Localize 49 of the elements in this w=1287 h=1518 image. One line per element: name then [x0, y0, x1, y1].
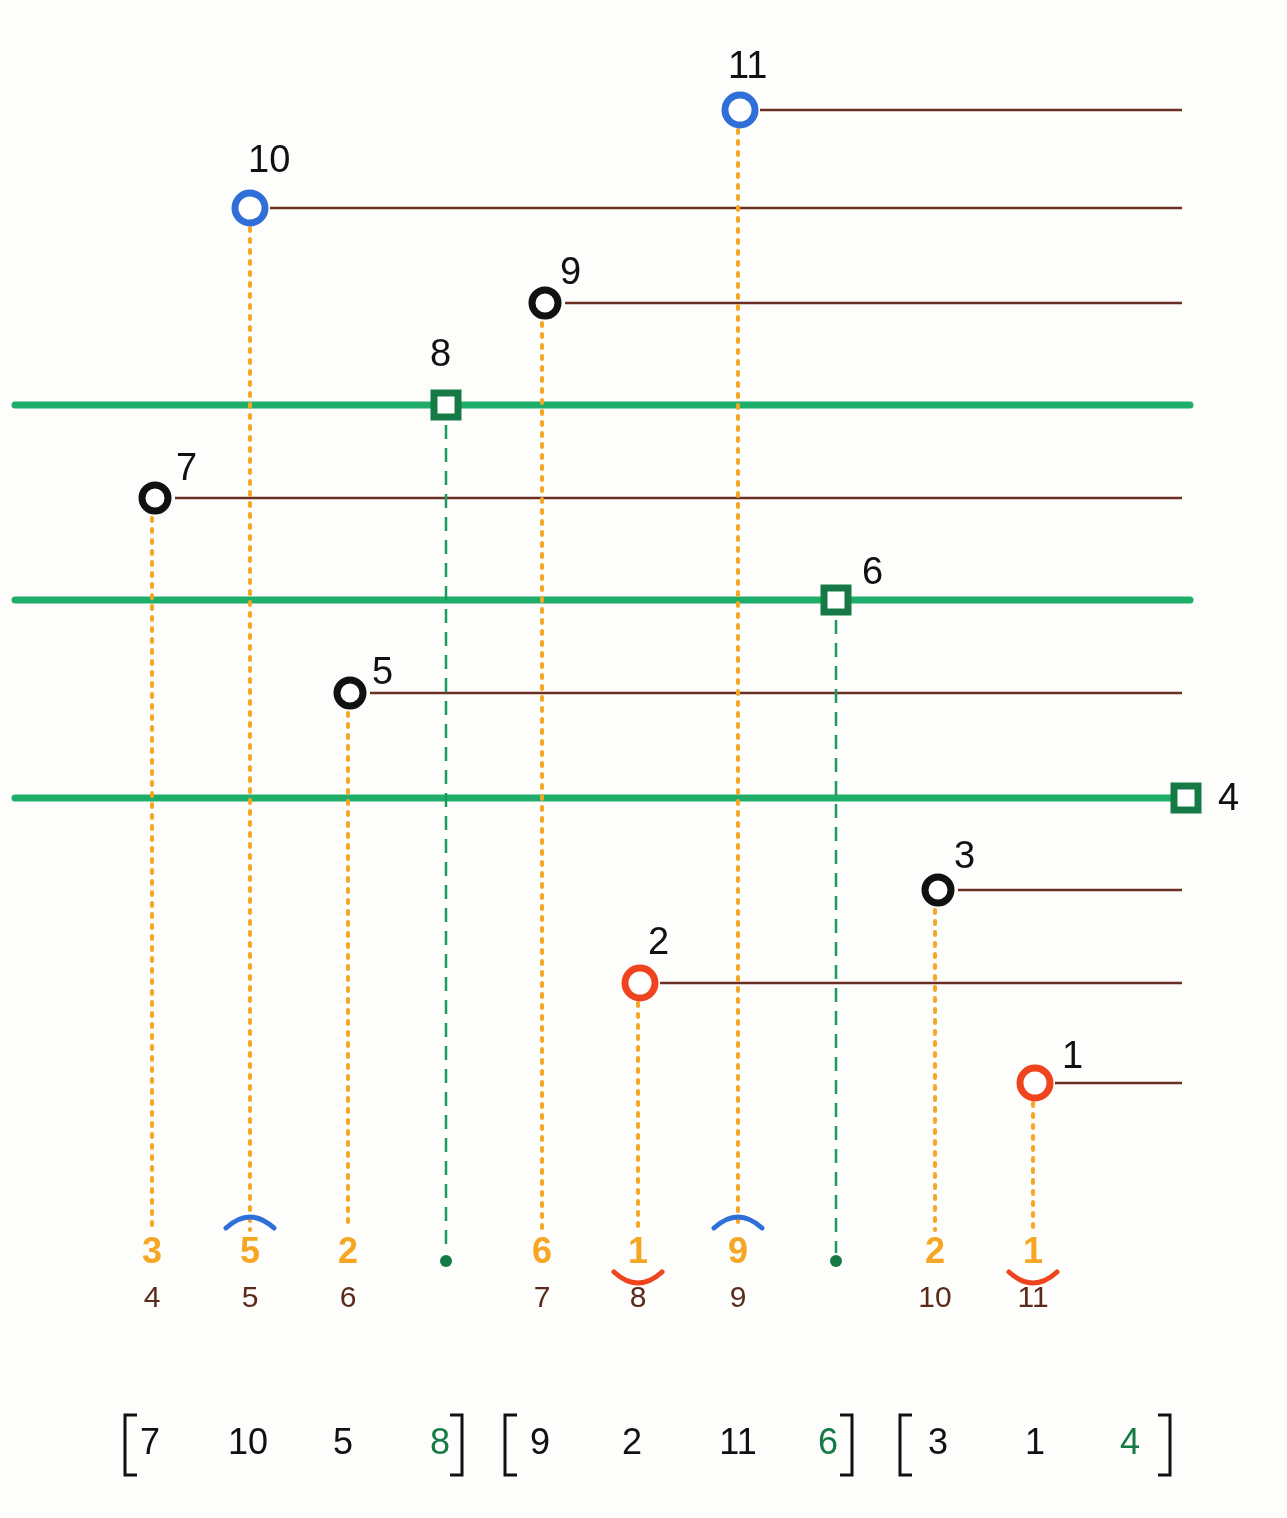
- sequence-number: 3: [927, 1424, 949, 1460]
- marker-number: 6: [862, 552, 884, 590]
- circle-marker: [720, 90, 760, 130]
- marker-number: 10: [248, 140, 291, 178]
- sequence-number: 9: [529, 1424, 551, 1460]
- bottom-number: 1: [618, 1230, 658, 1272]
- circle-marker: [230, 188, 270, 228]
- column-number: 10: [917, 1282, 953, 1312]
- column-number: 5: [240, 1282, 260, 1312]
- dashed-line: [834, 620, 838, 1253]
- sequence-number: 7: [139, 1424, 161, 1460]
- column-number: 4: [142, 1282, 162, 1312]
- sequence-number: 2: [621, 1424, 643, 1460]
- sequence-number: 8: [429, 1424, 451, 1460]
- column-number: 6: [338, 1282, 358, 1312]
- column-number: 11: [1016, 1282, 1050, 1312]
- sequence-number: 6: [817, 1424, 839, 1460]
- dot: [438, 1253, 454, 1269]
- sequence-number: 4: [1119, 1424, 1141, 1460]
- bottom-number: 2: [328, 1230, 368, 1272]
- column-number: 7: [532, 1282, 552, 1312]
- circle-marker: [1015, 1063, 1055, 1103]
- marker-number: 4: [1218, 778, 1240, 816]
- dotted-line: [540, 321, 544, 1232]
- bottom-number: 3: [132, 1230, 172, 1272]
- dot: [828, 1253, 844, 1269]
- sequence-number: 1: [1024, 1424, 1046, 1460]
- bottom-number: 5: [230, 1230, 270, 1272]
- circle-marker: [620, 963, 660, 1003]
- marker-number: 8: [430, 334, 452, 372]
- bottom-number: 1: [1013, 1230, 1053, 1272]
- column-number: 8: [628, 1282, 648, 1312]
- dotted-line: [933, 908, 937, 1232]
- marker-number: 9: [560, 252, 582, 290]
- dotted-line: [1031, 1101, 1035, 1232]
- dotted-line: [248, 226, 252, 1232]
- bottom-number: 9: [718, 1230, 758, 1272]
- marker-number: 11: [728, 46, 768, 84]
- column-number: 9: [728, 1282, 748, 1312]
- marker-number: 1: [1062, 1036, 1084, 1074]
- marker-number: 7: [176, 448, 198, 486]
- marker-number: 3: [954, 836, 976, 874]
- marker-number: 2: [648, 922, 670, 960]
- marker-number: 5: [372, 652, 394, 690]
- bottom-number: 2: [915, 1230, 955, 1272]
- sequence-number: 11: [718, 1424, 758, 1460]
- sequence-number: 10: [228, 1424, 268, 1460]
- sequence-number: 5: [332, 1424, 354, 1460]
- bottom-number: 6: [522, 1230, 562, 1272]
